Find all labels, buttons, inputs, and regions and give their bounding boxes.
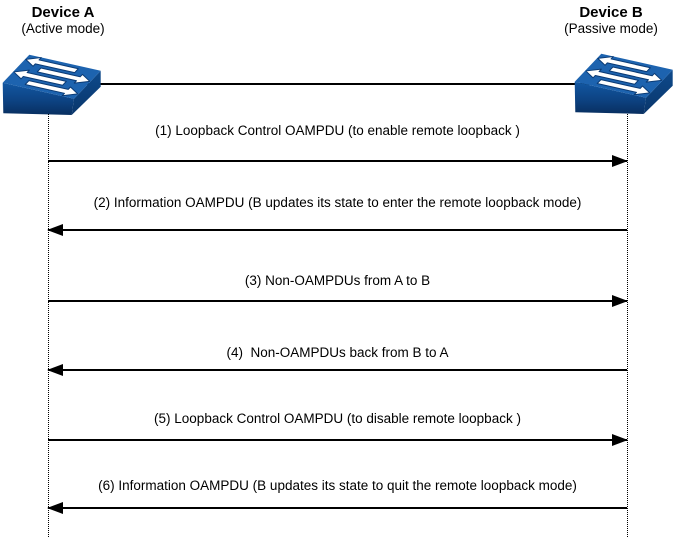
message-5-arrow-a-to-b xyxy=(48,434,628,446)
participant-b-name: Device B xyxy=(579,4,643,21)
message-6-arrow-b-to-a xyxy=(47,502,627,514)
device-link-line xyxy=(55,83,622,85)
message-3-arrow-a-to-b xyxy=(48,295,628,307)
message-1-arrow-a-to-b xyxy=(48,155,628,167)
participant-a-mode: (Active mode) xyxy=(21,21,105,36)
message-4-arrow-b-to-a xyxy=(47,364,627,376)
message-1-label: (1) Loopback Control OAMPDU (to enable r… xyxy=(155,123,520,138)
network-switch-icon xyxy=(572,49,677,114)
message-2-arrow-b-to-a xyxy=(47,224,627,236)
message-4-label: (4) Non-OAMPDUs back from B to A xyxy=(226,345,449,360)
participant-a-header: Device A (Active mode) xyxy=(0,4,126,36)
message-6-label: (6) Information OAMPDU (B updates its st… xyxy=(98,478,577,493)
network-switch-icon xyxy=(0,50,105,115)
lifeline-device-b xyxy=(627,114,628,537)
message-5-label: (5) Loopback Control OAMPDU (to disable … xyxy=(154,411,521,426)
participant-b-header: Device B (Passive mode) xyxy=(546,4,676,36)
message-2-label: (2) Information OAMPDU (B updates its st… xyxy=(93,195,582,210)
message-3-label: (3) Non-OAMPDUs from A to B xyxy=(244,273,431,288)
lifeline-device-a xyxy=(48,114,49,537)
participant-a-name: Device A xyxy=(31,4,95,21)
participant-b-mode: (Passive mode) xyxy=(564,21,658,36)
